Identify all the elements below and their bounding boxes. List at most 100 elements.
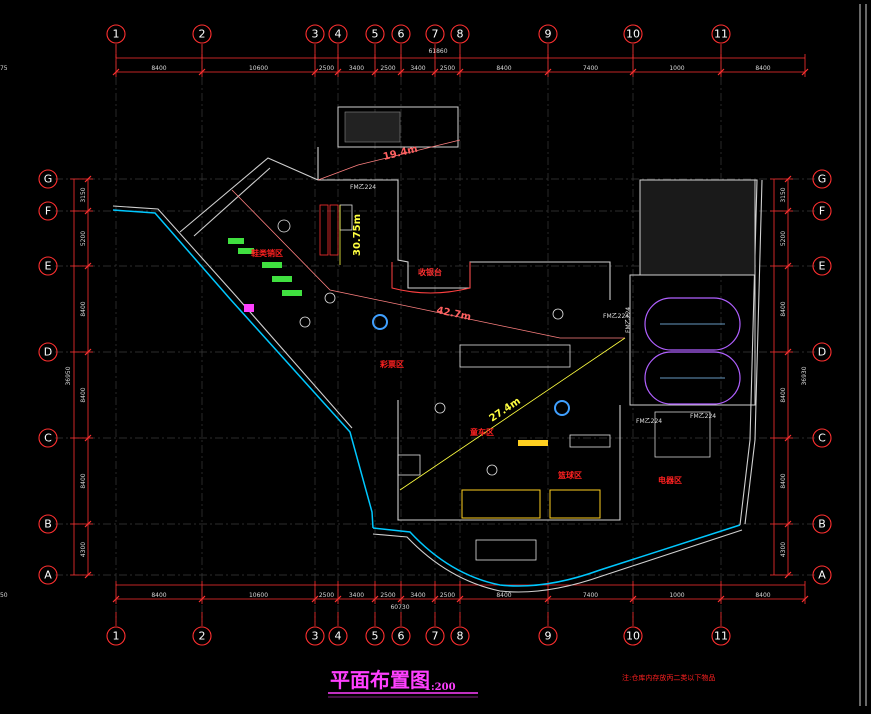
axis-label-col-8: 8 (457, 28, 464, 41)
bottom-dimension-segment: 8400 (755, 592, 770, 599)
axis-label-row-C: C (818, 432, 826, 445)
bottom-dimension-segment: 2500 (319, 592, 334, 599)
axis-bubble-col-8 (450, 24, 470, 44)
axis-label-col-5: 5 (372, 630, 379, 643)
axis-bubble-col-8 (450, 626, 470, 646)
measure-label-30m: 30.75m (352, 214, 363, 256)
zone-label-footwear: 鞋类销区 (251, 248, 283, 258)
zone-label-lottery: 彩票区 (379, 359, 404, 369)
right-dimension-segment: 4300 (780, 542, 787, 557)
bottom-dimension-segment: 7400 (583, 592, 598, 599)
bottom-dimension-segment: 2500 (380, 592, 395, 599)
right-dimension-segment: 3150 (780, 187, 787, 202)
axis-bubble-row-B (812, 514, 832, 534)
axis-bubble-col-11 (711, 24, 731, 44)
axis-label-col-7: 7 (432, 630, 439, 643)
left-dimension-segment: 8400 (80, 387, 87, 402)
axis-bubble-row-D (812, 342, 832, 362)
right-dimension-segment: 8400 (780, 473, 787, 488)
axis-bubble-col-2 (192, 626, 212, 646)
right-dimension-segment: 5200 (780, 231, 787, 246)
axis-label-col-3: 3 (312, 630, 319, 643)
bottom-total-dimension: 60730 (390, 604, 409, 611)
building-outline (112, 106, 763, 593)
axis-label-col-5: 5 (372, 28, 379, 41)
axis-bubble-col-4 (328, 626, 348, 646)
bottom-dimension-segment: 1550 (0, 592, 8, 599)
bottom-dimension-segment: 3400 (410, 592, 425, 599)
axis-label-col-7: 7 (432, 28, 439, 41)
bottom-dimension-segment: 8400 (496, 592, 511, 599)
right-dimension-segment: 8400 (780, 387, 787, 402)
axis-label-col-2: 2 (199, 28, 206, 41)
axis-label-col-6: 6 (398, 630, 405, 643)
left-dimension-segment: 8400 (80, 473, 87, 488)
top-dimension-segment: 7400 (583, 65, 598, 72)
left-dimension-segment: 5200 (80, 231, 87, 246)
axis-bubble-row-C (812, 428, 832, 448)
door-tag-1: FM乙224 (350, 184, 376, 191)
axis-label-row-E: E (45, 260, 52, 273)
drawing-title: 平面布置图 (330, 668, 430, 692)
axis-bubble-row-E (38, 256, 58, 276)
top-dimension-segment: 4075 (0, 65, 8, 72)
axis-label-row-A: A (44, 569, 52, 582)
axis-bubble-col-6 (391, 626, 411, 646)
axis-bubble-col-9 (538, 24, 558, 44)
axis-bubble-col-1 (106, 626, 126, 646)
axis-label-row-B: B (818, 518, 826, 531)
axis-label-row-C: C (44, 432, 52, 445)
axis-label-col-4: 4 (335, 28, 342, 41)
top-dimension-segment: 3400 (410, 65, 425, 72)
axis-label-row-G: G (44, 173, 53, 186)
axis-label-row-B: B (44, 518, 52, 531)
axis-label-row-D: D (818, 346, 826, 359)
axis-bubble-col-5 (365, 24, 385, 44)
axis-label-col-3: 3 (312, 28, 319, 41)
top-dimension-segment: 8400 (755, 65, 770, 72)
axis-label-row-A: A (818, 569, 826, 582)
axis-label-col-8: 8 (457, 630, 464, 643)
right-total-dimension: 36930 (801, 366, 808, 385)
axis-bubble-col-11 (711, 626, 731, 646)
axis-bubble-col-9 (538, 626, 558, 646)
top-dimension-segment: 2500 (440, 65, 455, 72)
right-dimension-segment: 8400 (780, 301, 787, 316)
axis-bubble-row-B (38, 514, 58, 534)
axis-bubble-row-F (38, 201, 58, 221)
left-dimension-segment: 3150 (80, 187, 87, 202)
axis-label-col-1: 1 (113, 630, 120, 643)
axis-bubble-col-1 (106, 24, 126, 44)
axis-bubble-col-3 (305, 24, 325, 44)
axis-label-col-10: 10 (626, 630, 640, 643)
bottom-dimension-segment: 8400 (151, 592, 166, 599)
axis-bubble-col-2 (192, 24, 212, 44)
zone-label-basketball: 篮球区 (557, 470, 582, 480)
axis-bubble-col-7 (425, 24, 445, 44)
axis-bubble-col-7 (425, 626, 445, 646)
axis-bubble-row-D (38, 342, 58, 362)
top-dimension-segment: 8400 (151, 65, 166, 72)
axis-bubble-row-A (38, 565, 58, 585)
door-tag-2: FM乙224 (603, 313, 629, 320)
axis-label-row-D: D (44, 346, 52, 359)
left-total-dimension: 36950 (65, 366, 72, 385)
left-dimension-segment: 4300 (80, 542, 87, 557)
door-tag-4: FM乙224 (636, 418, 662, 425)
axis-bubble-col-4 (328, 24, 348, 44)
axis-bubble-row-A (812, 565, 832, 585)
fixtures (228, 204, 611, 561)
zone-label-stroller: 童车区 (470, 427, 494, 437)
axis-bubble-row-G (812, 169, 832, 189)
top-dimension-segment: 1000 (669, 65, 684, 72)
axis-label-row-F: F (45, 205, 51, 218)
axis-label-col-9: 9 (545, 630, 552, 643)
axis-label-col-6: 6 (398, 28, 405, 41)
top-total-dimension: 61860 (428, 48, 447, 55)
bottom-dimension-segment: 2500 (440, 592, 455, 599)
axis-label-row-E: E (819, 260, 826, 273)
axis-bubble-col-5 (365, 626, 385, 646)
axis-label-row-G: G (818, 173, 827, 186)
